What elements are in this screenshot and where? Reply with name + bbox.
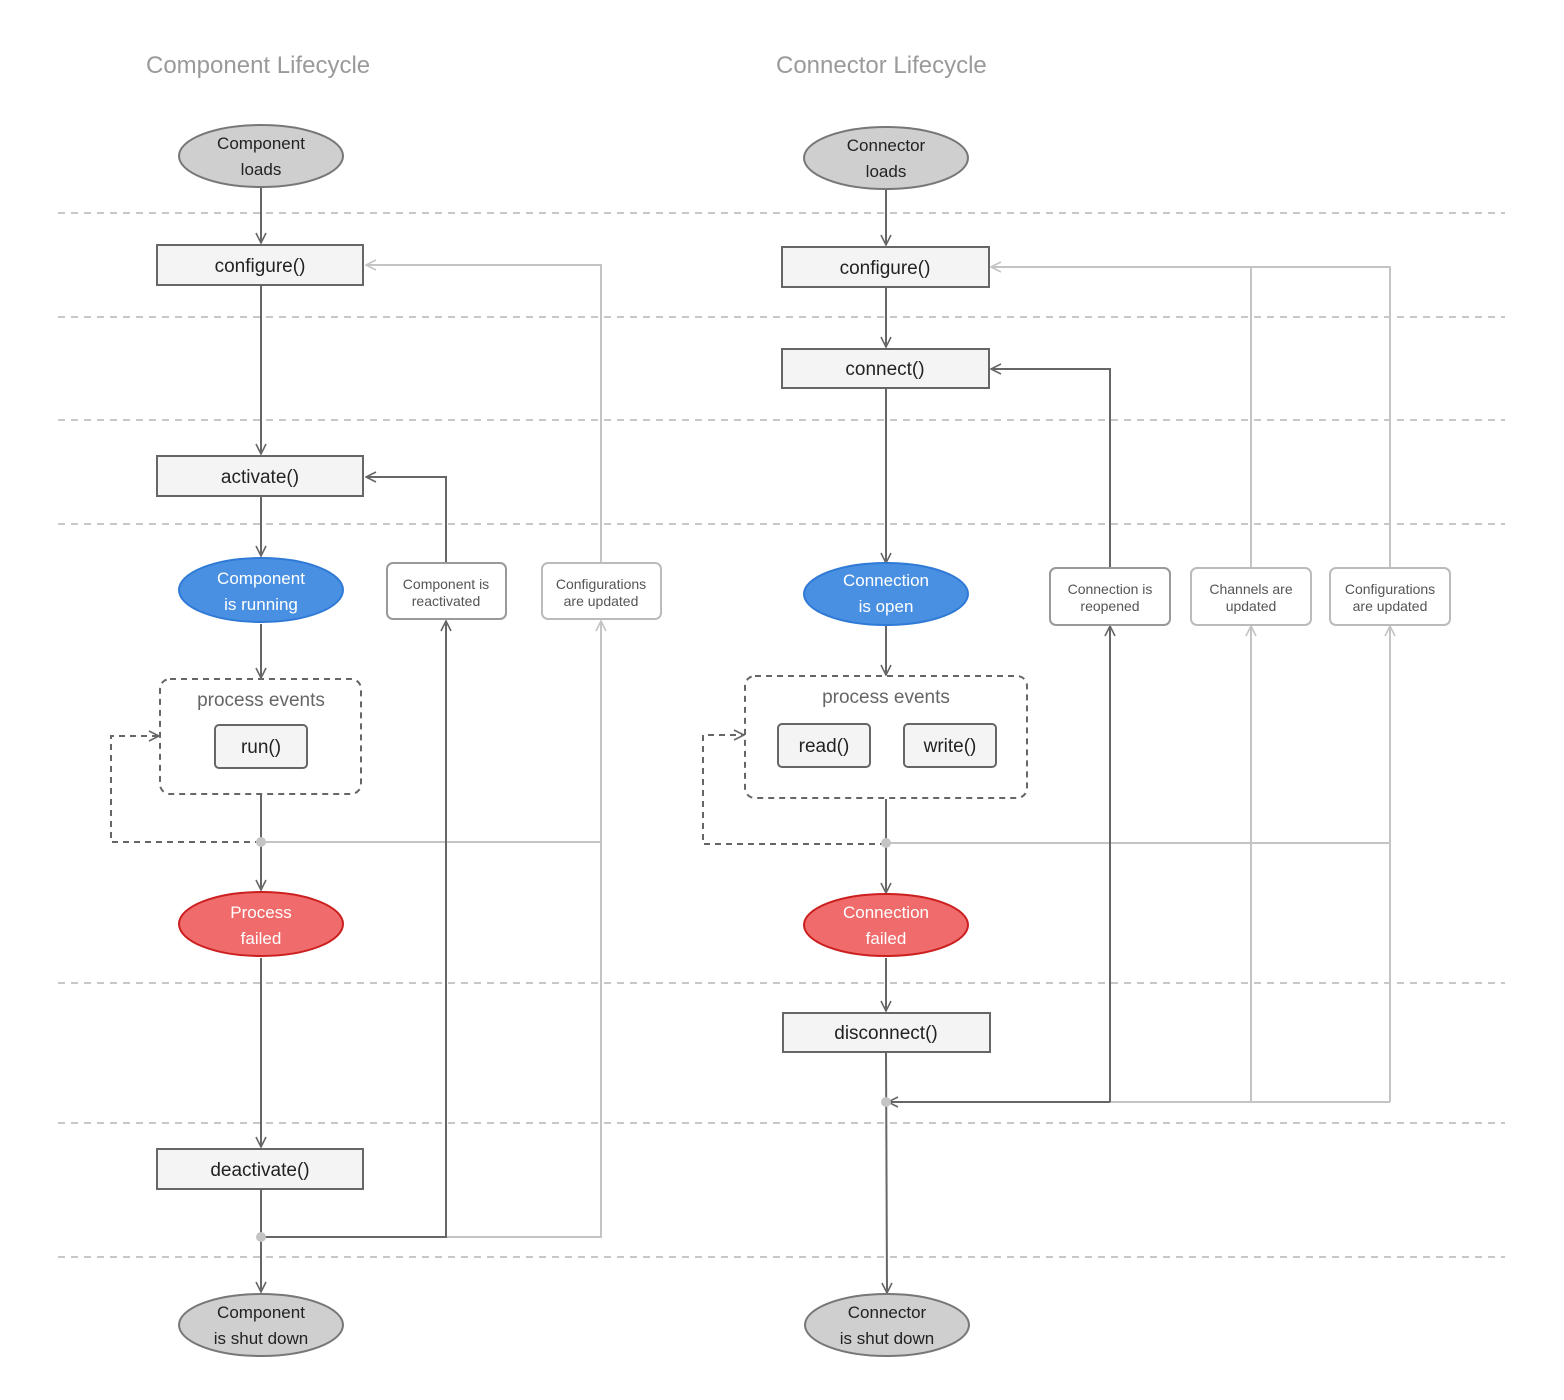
component-main-flow [261,188,446,1292]
connector-process-loop [702,735,886,845]
box-label: configure() [215,256,306,277]
component-failed-node: Process failed [178,891,344,957]
node-label: Connector [848,1303,927,1322]
component-shutdown-node: Component is shut down [178,1293,344,1357]
node-label: loads [866,162,907,181]
box-label: configure() [840,258,931,279]
node-label: is shut down [214,1329,309,1348]
box-label: connect() [845,359,924,380]
node-label: Connector [847,136,926,155]
component-reactivated-note: Component is reactivated [386,562,507,620]
connector-lifecycle-title: Connector Lifecycle [776,52,987,79]
connector-update-lines [886,267,1390,1103]
note-label: Configurations [1345,581,1435,597]
node-label: Connection [843,571,929,590]
note-label: updated [1226,598,1277,614]
connection-failed-node: Connection failed [803,893,969,957]
component-junction-dot [256,1232,266,1242]
node-label: is open [859,597,914,616]
read-method-box [777,723,871,768]
connector-config-updated-note: Configurations are updated [1329,567,1451,626]
node-label: Connection [843,903,929,922]
node-label: Component [217,134,305,153]
component-junction-dot [256,837,266,847]
connector-junction-dot [881,838,891,848]
connector-configure-box: configure() [781,246,990,288]
box-label: write() [923,736,977,757]
component-configure-box: configure() [156,244,364,286]
note-label: reactivated [412,593,480,609]
connector-loads-node: Connector loads [803,126,969,190]
note-label: Connection is [1068,581,1153,597]
connector-process-events-group: process events read() write() [744,675,1028,799]
note-label: are updated [1353,598,1428,614]
group-label: process events [197,690,325,711]
component-config-updated-note: Configurations are updated [541,562,662,620]
channels-updated-note: Channels are updated [1190,567,1312,626]
node-label: Component [217,1303,305,1322]
node-label: failed [241,929,282,948]
node-label: is running [224,595,298,614]
box-label: deactivate() [210,1160,309,1181]
connection-reopened-note: Connection is reopened [1049,567,1171,626]
note-label: Component is [403,576,489,592]
write-method-box [903,723,997,768]
connector-junction-dot [881,1097,891,1107]
box-label: read() [799,736,850,757]
run-method-box [214,724,308,769]
note-label: Configurations [556,576,646,592]
note-label: Channels are [1209,581,1292,597]
node-label: Process [230,903,291,922]
note-label: are updated [564,593,639,609]
note-label: reopened [1080,598,1139,614]
node-label: Component [217,569,305,588]
component-loads-node: Component loads [178,124,344,188]
component-activate-box: activate() [156,455,364,497]
connection-open-node: Connection is open [803,562,969,626]
component-deactivate-box: deactivate() [156,1148,364,1190]
node-label: loads [241,160,282,179]
connector-connect-box: connect() [781,348,990,389]
component-running-node: Component is running [178,557,344,623]
connector-shutdown-node: Connector is shut down [804,1293,970,1357]
box-label: disconnect() [834,1023,938,1044]
node-label: failed [866,929,907,948]
box-label: run() [241,737,281,758]
component-process-loop [110,736,261,843]
node-label: is shut down [840,1329,935,1348]
component-lifecycle-title: Component Lifecycle [146,52,370,79]
connector-disconnect-box: disconnect() [782,1012,991,1053]
box-label: activate() [221,467,299,488]
group-label: process events [822,687,950,708]
component-process-events-group: process events run() [159,678,362,795]
